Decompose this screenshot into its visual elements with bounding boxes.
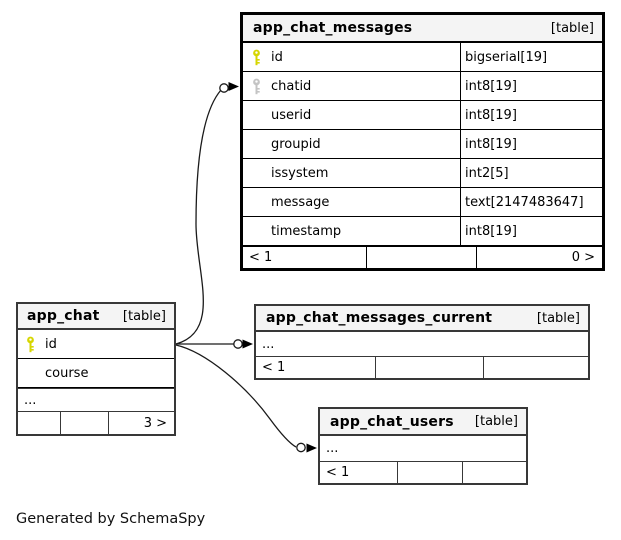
zero-circle-icon <box>233 339 243 349</box>
column-name: issystem <box>271 165 329 181</box>
table-title: app_chat_messages <box>253 20 413 36</box>
footer-spacer <box>61 412 109 434</box>
hidden-columns-ellipsis: ... <box>326 441 339 456</box>
column-row-groupid: groupid int8[19] <box>243 130 602 159</box>
footer-spacer <box>367 247 477 268</box>
table-app-chat-messages: app_chat_messages [table] id bigserial[1… <box>240 12 605 271</box>
zero-circle-icon <box>296 442 306 453</box>
column-name: chatid <box>271 78 312 94</box>
key-slot-empty <box>251 223 262 240</box>
table-header-app-chat-messages-current[interactable]: app_chat_messages_current [table] <box>256 306 588 332</box>
column-type: text[2147483647] <box>465 194 584 210</box>
relationship-count-row: < 1 <box>256 356 588 378</box>
footer-spacer <box>463 462 526 483</box>
column-name: groupid <box>271 136 321 152</box>
table-type-tag: [table] <box>474 414 518 429</box>
column-row-userid: userid int8[19] <box>243 101 602 130</box>
parents-count: < 1 <box>256 357 376 378</box>
column-type: bigserial[19] <box>465 49 548 65</box>
hidden-columns-ellipsis: ... <box>262 336 275 352</box>
edge-app-chat-to-messages-current <box>176 339 253 349</box>
table-header-app-chat-messages[interactable]: app_chat_messages [table] <box>243 15 602 43</box>
relationship-count-row: < 1 <box>320 461 526 483</box>
table-type-tag: [table] <box>536 310 580 326</box>
column-type: int8[19] <box>465 223 517 239</box>
primary-key-icon <box>251 49 262 66</box>
table-app-chat: app_chat [table] id c <box>16 302 176 436</box>
column-name: message <box>271 194 330 210</box>
column-type: int8[19] <box>465 136 517 152</box>
column-name: id <box>271 49 283 65</box>
table-app-chat-users: app_chat_users [table] ... < 1 <box>318 407 528 485</box>
crow-arrow-icon <box>242 339 253 349</box>
column-name: id <box>45 336 57 352</box>
column-type: int8[19] <box>465 107 517 123</box>
column-row-chatid: chatid int8[19] <box>243 72 602 101</box>
column-row-timestamp: timestamp int8[19] <box>243 217 602 246</box>
table-header-app-chat-users[interactable]: app_chat_users [table] <box>320 409 526 436</box>
key-slot-empty <box>251 107 262 124</box>
table-type-tag: [table] <box>122 308 166 324</box>
edge-app-chat-to-messages <box>175 82 239 345</box>
table-title: app_chat_messages_current <box>266 310 493 326</box>
primary-key-icon <box>25 336 36 353</box>
column-row-message: message text[2147483647] <box>243 188 602 217</box>
zero-circle-icon <box>219 83 229 93</box>
children-count: 3 > <box>143 415 167 431</box>
column-name: course <box>45 365 89 381</box>
hidden-columns-ellipsis: ... <box>18 388 174 411</box>
column-row-id: id <box>18 330 174 359</box>
column-row-course: course <box>18 359 174 388</box>
table-title: app_chat_users <box>330 413 454 430</box>
footer-spacer <box>484 357 588 378</box>
parents-count: < 1 <box>243 247 367 268</box>
footer-spacer <box>18 412 61 434</box>
column-type: int2[5] <box>465 165 509 181</box>
crow-arrow-icon <box>228 82 239 91</box>
key-slot-empty <box>25 365 36 382</box>
parents-count: < 1 <box>320 462 398 483</box>
column-name: timestamp <box>271 223 342 239</box>
column-row-issystem: issystem int2[5] <box>243 159 602 188</box>
column-type: int8[19] <box>465 78 517 94</box>
table-type-tag: [table] <box>550 20 594 36</box>
foreign-key-icon <box>251 78 262 95</box>
generated-by-note: Generated by SchemaSpy <box>16 511 206 527</box>
relationship-count-row: < 1 0 > <box>243 246 602 268</box>
table-title: app_chat <box>27 308 100 324</box>
footer-spacer <box>398 462 463 483</box>
column-name: userid <box>271 107 312 123</box>
crow-arrow-icon <box>306 443 317 453</box>
table-app-chat-messages-current: app_chat_messages_current [table] ... < … <box>254 304 590 380</box>
key-slot-empty <box>251 194 262 211</box>
column-row-id: id bigserial[19] <box>243 43 602 72</box>
relationship-count-row: 3 > <box>18 411 174 434</box>
table-header-app-chat[interactable]: app_chat [table] <box>18 304 174 330</box>
footer-spacer <box>376 357 484 378</box>
key-slot-empty <box>251 165 262 182</box>
children-count: 0 > <box>571 250 595 265</box>
key-slot-empty <box>251 136 262 153</box>
